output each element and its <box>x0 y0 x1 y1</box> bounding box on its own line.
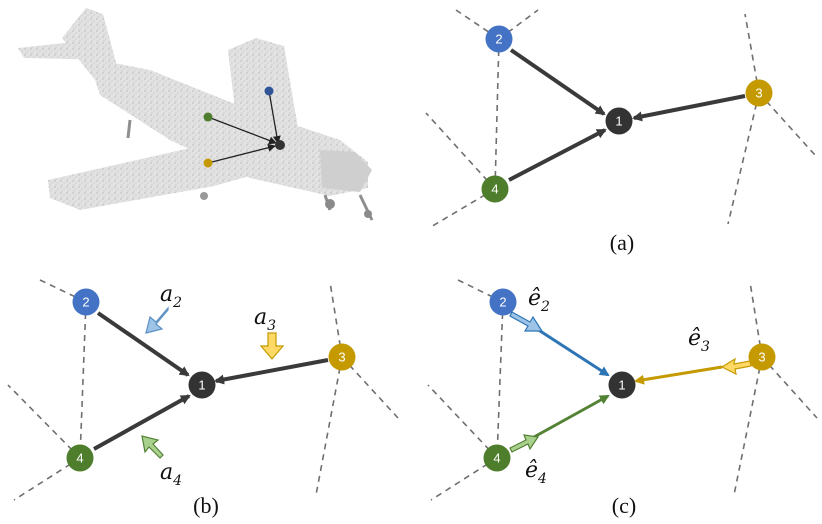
label-a3: a3 <box>254 305 276 334</box>
label-e3: ê3 <box>688 326 710 355</box>
svg-text:1: 1 <box>618 378 625 393</box>
airplane-point-green <box>203 112 213 122</box>
airplane-point-center <box>275 140 285 150</box>
svg-text:2: 2 <box>82 295 89 310</box>
svg-text:4: 4 <box>491 182 498 197</box>
svg-text:2: 2 <box>495 32 502 47</box>
embedding-arrow-e3 <box>720 357 752 376</box>
svg-text:2: 2 <box>499 295 506 310</box>
node-1: 1 <box>188 371 216 399</box>
edge-4-to-1 <box>533 394 610 439</box>
attention-arrow-a3 <box>259 332 285 360</box>
node-3: 3 <box>328 343 356 371</box>
airplane-point-blue <box>264 86 274 96</box>
panel-a: 1 2 3 4 (a) <box>425 9 816 255</box>
label-a2: a2 <box>160 282 182 311</box>
label-e2: ê2 <box>528 286 550 315</box>
svg-text:3: 3 <box>755 86 762 101</box>
node-2: 2 <box>72 288 100 316</box>
airplane-point-gold <box>203 158 213 168</box>
node-2: 2 <box>489 288 517 316</box>
edge-2-to-1 <box>509 48 606 116</box>
caption-a: (a) <box>610 230 634 255</box>
edge-4-to-1 <box>93 394 191 451</box>
attention-arrow-a4 <box>141 435 164 459</box>
point-cloud-airplane-icon <box>18 8 374 221</box>
node-1: 1 <box>608 371 636 399</box>
node-1: 1 <box>605 107 633 135</box>
node-3: 3 <box>748 343 776 371</box>
edge-3-to-1 <box>214 358 329 385</box>
svg-text:3: 3 <box>338 350 345 365</box>
panel-b: 1 2 3 4 a2 a3 a4 (b) <box>7 279 399 518</box>
embedding-arrow-e2 <box>509 311 544 332</box>
node-2: 2 <box>485 25 513 53</box>
caption-b: (b) <box>193 493 219 518</box>
attention-arrow-a2 <box>145 306 169 334</box>
svg-text:3: 3 <box>758 350 765 365</box>
node-4: 4 <box>481 175 509 203</box>
embedding-arrow-e4 <box>509 434 540 453</box>
label-a4: a4 <box>160 460 182 489</box>
edge-2-to-1 <box>96 311 190 377</box>
node-3: 3 <box>745 79 773 107</box>
airplane-point-arrows <box>203 86 285 168</box>
svg-text:4: 4 <box>76 451 83 466</box>
edge-2-to-1 <box>536 327 610 377</box>
svg-text:4: 4 <box>493 451 500 466</box>
edge-4-to-1 <box>508 128 607 182</box>
svg-text:1: 1 <box>198 378 205 393</box>
node-4: 4 <box>483 444 511 472</box>
edge-3-to-1 <box>634 365 723 385</box>
svg-text:1: 1 <box>615 114 622 129</box>
caption-c: (c) <box>612 493 636 518</box>
edge-3-to-1 <box>632 94 746 122</box>
panel-c: 1 2 3 4 ê2 ê3 ê4 (c) <box>427 279 818 518</box>
node-4: 4 <box>66 444 94 472</box>
label-e4: ê4 <box>525 458 547 487</box>
